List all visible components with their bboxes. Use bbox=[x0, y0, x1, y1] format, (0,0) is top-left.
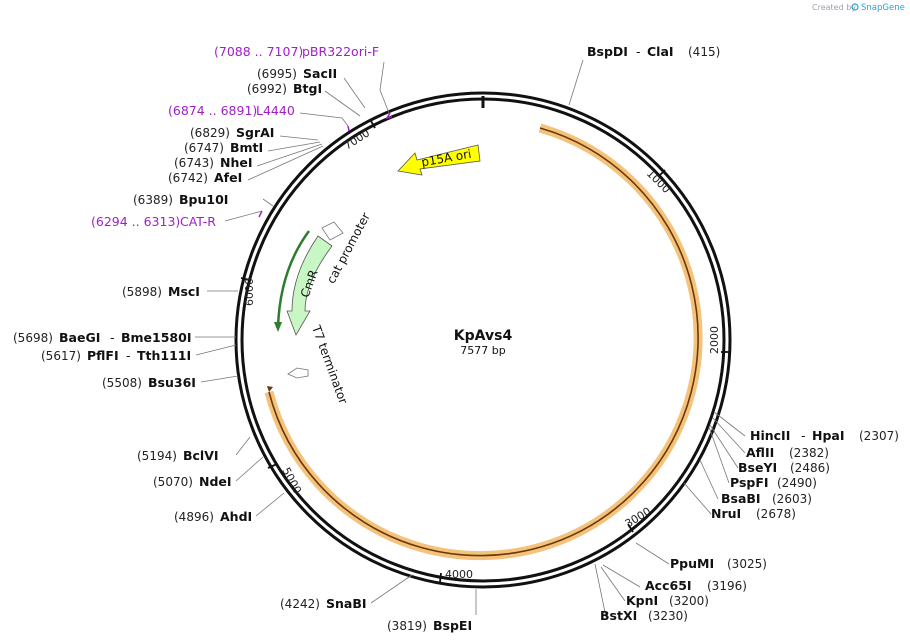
site-label-bsabi[interactable]: BsaBI bbox=[721, 491, 761, 506]
site-label-afei[interactable]: AfeI bbox=[214, 170, 242, 185]
site-pos-bclvi: (5194) bbox=[137, 449, 177, 463]
feature-label-p15a-ori: p15A ori bbox=[420, 147, 472, 170]
site-pos-hincii: (2307) bbox=[859, 429, 899, 443]
site-label-bspei[interactable]: BspEI bbox=[433, 618, 472, 633]
site-pos-bspei: (3819) bbox=[387, 619, 427, 633]
site-label-btgi[interactable]: BtgI bbox=[293, 81, 322, 96]
site-label-bstxi[interactable]: BstXI bbox=[600, 608, 637, 623]
site-label-hincii[interactable]: HincII bbox=[750, 428, 790, 443]
credit-prefix: Created by bbox=[812, 3, 856, 12]
tick-3000: 3000 bbox=[623, 505, 654, 531]
site-pos-btgi: (6992) bbox=[247, 82, 287, 96]
site-dash-hincii: - bbox=[801, 428, 806, 443]
site-pos-acc65i: (3196) bbox=[707, 579, 747, 593]
site-pos-kpni: (3200) bbox=[669, 594, 709, 608]
site-pos-afei: (6742) bbox=[168, 171, 208, 185]
site-label-bmti[interactable]: BmtI bbox=[230, 140, 263, 155]
site-label-ndei[interactable]: NdeI bbox=[199, 474, 232, 489]
site-label-ahdi[interactable]: AhdI bbox=[220, 509, 252, 524]
plasmid-name: KpAvs4 bbox=[454, 328, 513, 344]
site-label-bclvi[interactable]: BclVI bbox=[183, 448, 219, 463]
primer-marks bbox=[258, 112, 393, 218]
backbone-outer-ring bbox=[234, 91, 732, 589]
site-pos-pspfi: (2490) bbox=[777, 476, 817, 490]
site-label-bseyi[interactable]: BseYI bbox=[738, 460, 777, 475]
site-label-ppumi[interactable]: PpuMI bbox=[670, 556, 714, 571]
site-label-aflii[interactable]: AflII bbox=[746, 445, 774, 460]
site-pos-baegi: (5698) bbox=[13, 331, 53, 345]
site-label-acc65i[interactable]: Acc65I bbox=[645, 578, 692, 593]
site-label-sacii[interactable]: SacII bbox=[303, 66, 337, 81]
site-label-tth111i[interactable]: Tth111I bbox=[137, 348, 191, 363]
credit-brand: SnapGene bbox=[861, 3, 905, 13]
site-pos-pflfi: (5617) bbox=[41, 349, 81, 363]
primer-label-pbr322ori-f[interactable]: pBR322ori-F bbox=[302, 44, 379, 59]
site-pos-snabi: (4242) bbox=[280, 597, 320, 611]
site-label-bpu10i[interactable]: Bpu10I bbox=[179, 192, 228, 207]
primer-label-cat-r[interactable]: CAT-R bbox=[180, 214, 216, 229]
tick-2000: 2000 bbox=[708, 326, 721, 354]
site-label-baegi[interactable]: BaeGI bbox=[59, 330, 100, 345]
site-pos-bsabi: (2603) bbox=[772, 492, 812, 506]
primer-label-l4440[interactable]: L4440 bbox=[256, 103, 295, 118]
site-label-nrui[interactable]: NruI bbox=[711, 506, 741, 521]
site-pos-sgrai: (6829) bbox=[190, 126, 230, 140]
site-pos-nrui: (2678) bbox=[756, 507, 796, 521]
site-label-sgrai[interactable]: SgrAI bbox=[236, 125, 274, 140]
site-label-bsu36i[interactable]: Bsu36I bbox=[148, 375, 196, 390]
feature-p15a-ori[interactable]: p15A ori bbox=[397, 144, 481, 176]
site-pos-bspdi: (415) bbox=[688, 45, 720, 59]
site-label-bme1580i[interactable]: Bme1580I bbox=[121, 330, 191, 345]
plasmid-length: 7577 bp bbox=[460, 344, 505, 357]
tick-1000: 1000 bbox=[644, 167, 673, 196]
site-label-clai[interactable]: ClaI bbox=[647, 44, 674, 59]
site-pos-bpu10i: (6389) bbox=[133, 193, 173, 207]
site-pos-ndei: (5070) bbox=[153, 475, 193, 489]
primer-range-l4440: (6874 .. 6891) bbox=[168, 103, 257, 118]
tick-6000: 6000 bbox=[243, 278, 256, 306]
site-pos-bmti: (6747) bbox=[184, 141, 224, 155]
site-dash-bspdi: - bbox=[636, 44, 641, 59]
site-label-pflfi[interactable]: PflFI bbox=[87, 348, 119, 363]
site-label-kpni[interactable]: KpnI bbox=[626, 593, 658, 608]
site-pos-bsu36i: (5508) bbox=[102, 376, 142, 390]
tick-5000: 5000 bbox=[279, 465, 304, 496]
site-pos-bseyi: (2486) bbox=[790, 461, 830, 475]
feature-t7-terminator[interactable]: T7 terminator bbox=[287, 323, 351, 406]
orf-arc bbox=[264, 123, 703, 561]
primer-range-pbr322ori-f: (7088 .. 7107) bbox=[214, 44, 303, 59]
site-label-nhei[interactable]: NheI bbox=[220, 155, 253, 170]
site-dash-pflfi: - bbox=[126, 348, 131, 363]
site-pos-nhei: (6743) bbox=[174, 156, 214, 170]
site-label-snabi[interactable]: SnaBI bbox=[326, 596, 367, 611]
site-pos-msci: (5898) bbox=[122, 285, 162, 299]
site-dash-baegi: - bbox=[110, 330, 115, 345]
site-pos-ppumi: (3025) bbox=[727, 557, 767, 571]
site-label-msci[interactable]: MscI bbox=[168, 284, 200, 299]
site-pos-aflii: (2382) bbox=[789, 446, 829, 460]
feature-cmr-strand bbox=[274, 230, 311, 332]
snapgene-logo-icon bbox=[851, 3, 859, 11]
tick-4000: 4000 bbox=[445, 568, 473, 581]
site-label-bspdi[interactable]: BspDI bbox=[587, 44, 628, 59]
site-pos-ahdi: (4896) bbox=[174, 510, 214, 524]
feature-label-cat-promoter: cat promoter bbox=[324, 210, 373, 286]
ticks bbox=[240, 120, 730, 583]
feature-label-t7-terminator: T7 terminator bbox=[309, 323, 351, 406]
site-label-pspfi[interactable]: PspFI bbox=[730, 475, 769, 490]
site-label-hpai[interactable]: HpaI bbox=[812, 428, 845, 443]
site-pos-bstxi: (3230) bbox=[648, 609, 688, 623]
leader-lines bbox=[195, 59, 746, 618]
tick-7000: 7000 bbox=[342, 126, 373, 152]
site-pos-sacii: (6995) bbox=[257, 67, 297, 81]
feature-cmr[interactable]: CmR bbox=[286, 235, 333, 336]
primer-range-cat-r: (6294 .. 6313) bbox=[91, 214, 180, 229]
